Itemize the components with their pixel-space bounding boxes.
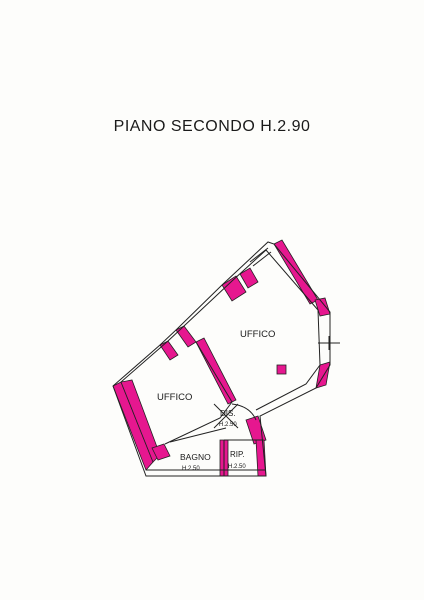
- window-mark-1: [249, 247, 269, 263]
- window-mark-2: [252, 251, 272, 267]
- door-swing: [231, 403, 257, 421]
- dis-cross-2: [213, 403, 239, 429]
- outline-lines: [112, 241, 340, 477]
- wall-top-1: [159, 340, 179, 361]
- wall-top-3: [221, 275, 247, 302]
- wall-right-1: [273, 239, 319, 305]
- room-labels: UFFICO UFFICO DIS. H.2.50 BAGNO H.2.50 R…: [157, 329, 275, 472]
- floor-plan-title: PIANO SECONDO H.2.90: [113, 118, 311, 135]
- wall-segments: [112, 239, 331, 477]
- label-rip-height: H.2.50: [228, 464, 246, 470]
- outline-partition: [164, 341, 233, 445]
- wall-bottom-right: [245, 415, 267, 445]
- outline-outer: [112, 241, 331, 477]
- label-rip: RIP.: [230, 450, 245, 459]
- label-ufficio-left: UFFICO: [157, 392, 192, 403]
- wall-top-2: [175, 325, 197, 348]
- label-dis-height: H.2.50: [219, 422, 237, 428]
- label-bagno: BAGNO: [180, 452, 211, 462]
- label-dis: DIS.: [220, 409, 236, 418]
- wall-right-2: [314, 297, 331, 317]
- divider-bagno-top: [169, 427, 227, 443]
- wall-partition-vertical: [195, 337, 237, 405]
- label-ufficio-main: UFFICO: [240, 329, 275, 340]
- wall-top-4: [239, 267, 259, 289]
- pillar: [276, 364, 287, 375]
- label-bagno-height: H.2.50: [182, 466, 200, 472]
- wall-partition-corner: [151, 443, 171, 461]
